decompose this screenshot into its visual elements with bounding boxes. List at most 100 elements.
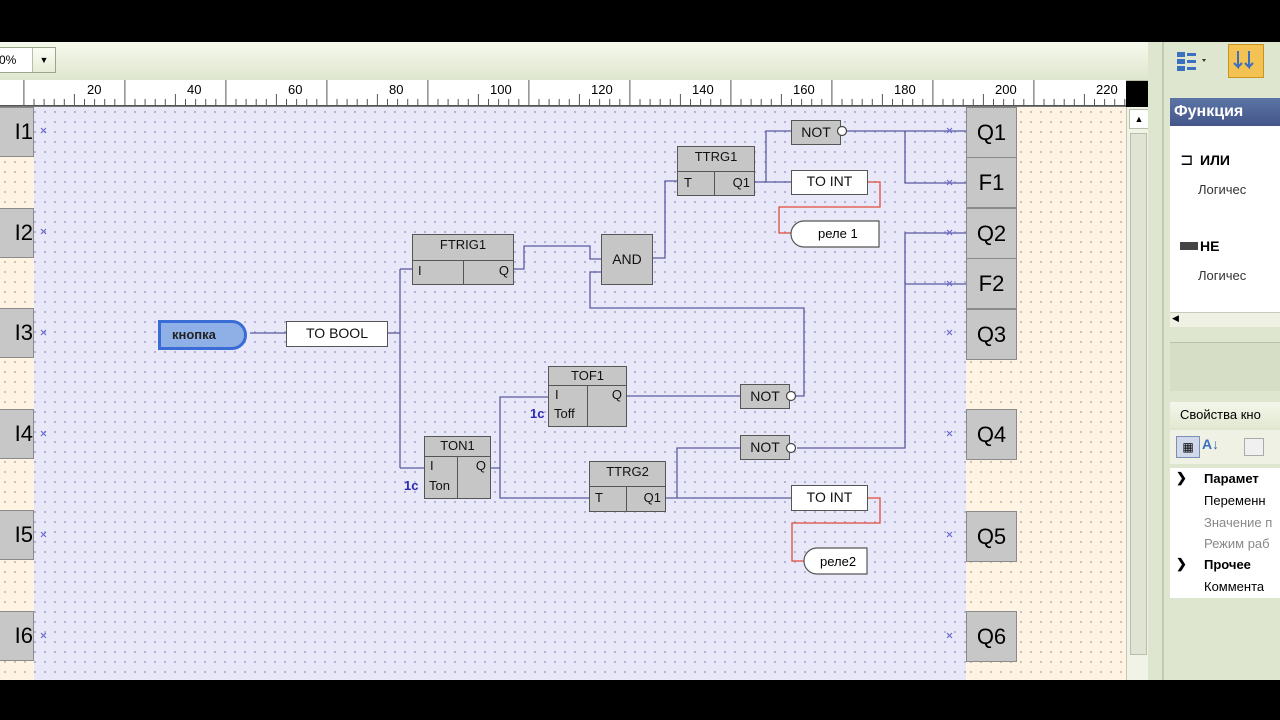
property-row[interactable]: Переменн xyxy=(1204,493,1266,508)
output-pins-column: Q1 F1 Q2 F2 Q3 Q4 Q5 Q6 xyxy=(966,107,1126,680)
ton1-block[interactable]: TON1 I Q Ton xyxy=(424,436,491,499)
function-item-not-desc: Логичес xyxy=(1198,268,1247,283)
ruler-label: 120 xyxy=(591,82,613,97)
not3-block[interactable]: NOT xyxy=(740,435,790,460)
input-pin-i2[interactable]: I2 xyxy=(0,208,34,258)
tof1-param: Toff xyxy=(554,406,575,421)
ruler-label: 20 xyxy=(87,82,102,97)
properties-toolbar: ▦ A↓ xyxy=(1170,430,1280,464)
list-view-icon[interactable] xyxy=(1174,46,1210,74)
ruler-label: 140 xyxy=(692,82,714,97)
horizontal-scrollbar[interactable]: ◀ xyxy=(1170,312,1280,327)
relay2-label: реле2 xyxy=(820,554,857,569)
scroll-thumb[interactable] xyxy=(1130,133,1147,655)
property-row[interactable]: Значение п xyxy=(1204,515,1273,530)
tof1-in: I xyxy=(555,387,559,402)
output-pin-f1[interactable]: F1 xyxy=(966,157,1017,208)
property-row[interactable]: Коммента xyxy=(1204,579,1265,594)
output-pin-q3[interactable]: Q3 xyxy=(966,309,1017,360)
zoom-select[interactable]: 0% ▼ xyxy=(0,47,56,73)
input-pin-i4[interactable]: I4 xyxy=(0,409,34,459)
sort-icon[interactable] xyxy=(1228,44,1264,78)
wire-layer xyxy=(40,127,966,639)
properties-panel-title: Свойства кно xyxy=(1170,402,1280,428)
tof1-block[interactable]: TOF1 I Q Toff xyxy=(548,366,627,427)
and-block[interactable]: AND xyxy=(601,234,653,285)
to-int2-block[interactable]: TO INT xyxy=(791,485,868,511)
ftrig1-out: Q xyxy=(498,263,509,278)
scroll-left-icon[interactable]: ◀ xyxy=(1172,313,1179,323)
ftrig1-title: FTRIG1 xyxy=(439,237,487,252)
ftrig1-in: I xyxy=(418,263,422,278)
input-pin-i5[interactable]: I5 xyxy=(0,510,34,560)
not1-inverter xyxy=(836,125,848,137)
output-pin-q5[interactable]: Q5 xyxy=(966,511,1017,562)
ttrg2-block[interactable]: TTRG2 T Q1 xyxy=(589,461,666,512)
ton1-out: Q xyxy=(475,458,486,473)
not1-block[interactable]: NOT xyxy=(791,120,841,145)
to-int1-block[interactable]: TO INT xyxy=(791,170,868,195)
output-pin-q6[interactable]: Q6 xyxy=(966,611,1017,662)
horizontal-ruler: 20 40 60 80 100 120 140 160 180 200 220 xyxy=(0,80,1126,107)
property-group-other[interactable]: Прочее xyxy=(1204,557,1251,572)
side-panel: Функция ⊐ ИЛИ Логичес НЕ Логичес ◀ Свойс… xyxy=(1148,42,1280,680)
function-item-not[interactable]: НЕ xyxy=(1200,238,1220,254)
ttrg1-block[interactable]: TTRG1 T Q1 xyxy=(677,146,755,196)
property-row[interactable]: Режим раб xyxy=(1204,536,1270,551)
relay1-label: реле 1 xyxy=(818,226,858,241)
zoom-value: 0% xyxy=(0,53,17,67)
ruler-label: 80 xyxy=(389,82,404,97)
ton1-param: Ton xyxy=(429,478,450,493)
collapse-icon[interactable]: ❯ xyxy=(1176,556,1187,571)
ruler-label: 60 xyxy=(288,82,303,97)
ttrg1-in: T xyxy=(684,175,692,190)
ttrg2-out: Q1 xyxy=(643,490,661,505)
output-pin-q2[interactable]: Q2 xyxy=(966,208,1017,259)
property-pages-icon[interactable] xyxy=(1244,438,1264,456)
alphabetical-sort-icon[interactable]: A↓ xyxy=(1202,436,1220,452)
ton1-const: 1c xyxy=(404,478,419,493)
or-block-icon: ⊐ xyxy=(1180,152,1194,169)
property-grid: ❯ Парамет Переменн Значение п Режим раб … xyxy=(1170,468,1280,598)
input-pin-i3[interactable]: I3 xyxy=(0,308,34,358)
ttrg1-out: Q1 xyxy=(732,175,750,190)
output-pin-q1[interactable]: Q1 xyxy=(966,107,1017,158)
function-item-or[interactable]: ИЛИ xyxy=(1200,152,1230,168)
relay1-output-shape[interactable] xyxy=(790,220,882,248)
ruler-label: 160 xyxy=(793,82,815,97)
to-bool-block[interactable]: TO BOOL xyxy=(286,321,388,347)
ttrg2-in: T xyxy=(595,490,603,505)
function-item-or-desc: Логичес xyxy=(1198,182,1247,197)
ruler-label: 220 xyxy=(1096,82,1118,97)
ttrg2-title: TTRG2 xyxy=(606,464,649,479)
input-pin-i6[interactable]: I6 xyxy=(0,611,34,661)
input-pins-column: I1 I2 I3 I4 I5 I6 xyxy=(0,107,34,680)
function-list: ⊐ ИЛИ Логичес НЕ Логичес ◀ xyxy=(1170,126,1280,327)
tof1-const: 1c xyxy=(530,406,545,421)
button-input-label: кнопка xyxy=(172,327,216,342)
ton1-in: I xyxy=(430,458,434,473)
output-pin-f2[interactable]: F2 xyxy=(966,258,1017,309)
ruler-label: 100 xyxy=(490,82,512,97)
output-pin-q4[interactable]: Q4 xyxy=(966,409,1017,460)
ruler-label: 40 xyxy=(187,82,202,97)
not2-inverter xyxy=(785,390,797,402)
property-group-params[interactable]: Парамет xyxy=(1204,471,1259,486)
vertical-scrollbar[interactable]: ▲ xyxy=(1126,107,1149,680)
scroll-up-icon[interactable]: ▲ xyxy=(1129,109,1149,129)
ruler-label: 200 xyxy=(995,82,1017,97)
ton1-title: TON1 xyxy=(440,438,475,453)
chevron-down-icon[interactable]: ▼ xyxy=(32,48,55,72)
function-panel-title: Функция xyxy=(1170,98,1280,126)
ttrg1-title: TTRG1 xyxy=(694,149,738,164)
relay2-output-shape[interactable] xyxy=(803,547,869,576)
not2-block[interactable]: NOT xyxy=(740,384,790,409)
tof1-out: Q xyxy=(611,387,622,402)
ruler-label: 180 xyxy=(894,82,916,97)
input-pin-i1[interactable]: I1 xyxy=(0,107,34,157)
button-input-shape[interactable] xyxy=(158,320,252,350)
ftrig1-block[interactable]: FTRIG1 I Q xyxy=(412,234,514,285)
not3-inverter xyxy=(785,442,797,454)
collapse-icon[interactable]: ❯ xyxy=(1176,470,1187,485)
categorized-icon[interactable]: ▦ xyxy=(1176,436,1200,458)
